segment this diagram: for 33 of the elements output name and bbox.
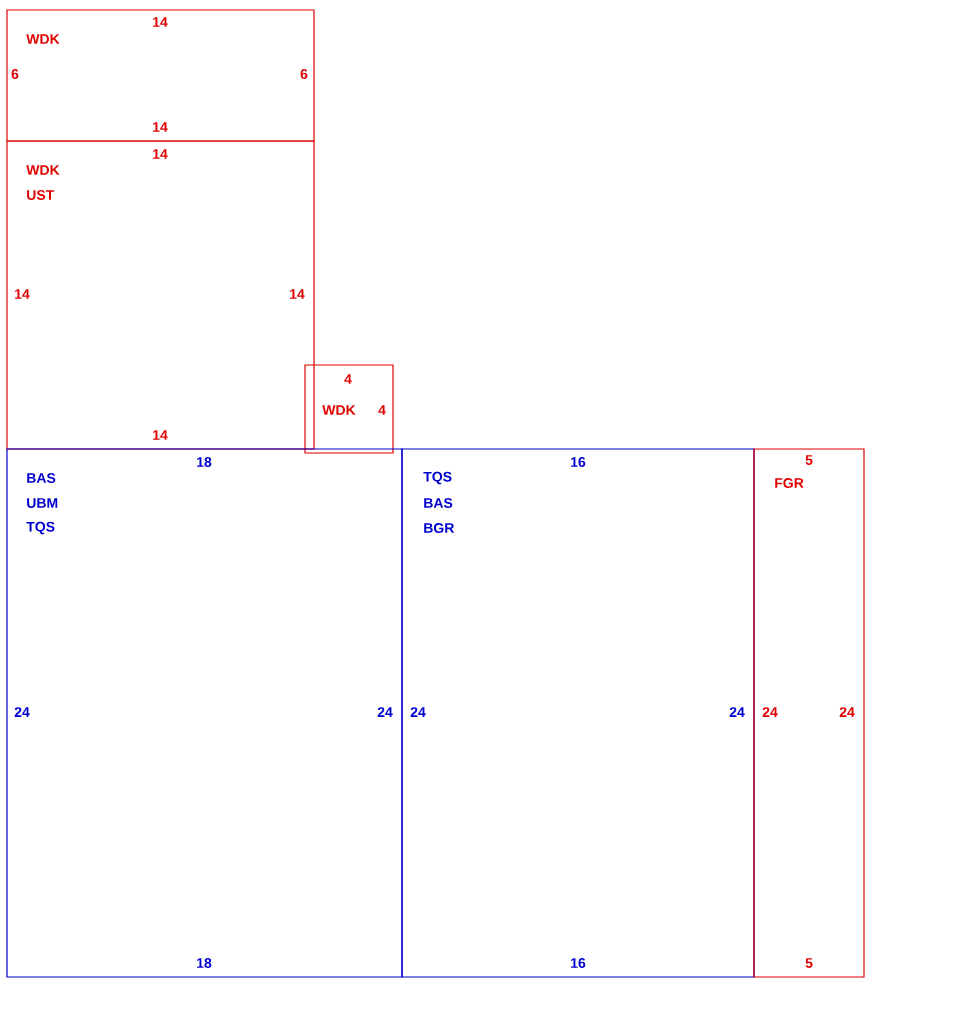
dimension-label: 14 xyxy=(290,289,305,299)
dimension-label: 14 xyxy=(153,122,168,132)
dimension-label: 14 xyxy=(153,17,168,27)
dimension-label: 18 xyxy=(197,958,212,968)
dimension-label: 4 xyxy=(344,374,352,384)
room-code: WDK xyxy=(26,34,60,44)
dimension-label: 14 xyxy=(15,289,30,299)
dimension-label: 18 xyxy=(197,457,212,467)
room-code: WDK xyxy=(26,165,60,175)
dimension-label: 24 xyxy=(839,707,855,717)
dimension-label: 24 xyxy=(14,707,30,717)
dimension-label: 14 xyxy=(153,149,168,159)
room-code: BAS xyxy=(424,498,453,508)
room-code: TQS xyxy=(423,471,452,485)
room-code: BAS xyxy=(27,473,56,483)
dimension-label: 14 xyxy=(153,430,168,440)
dimension-label: 6 xyxy=(300,69,308,79)
dimension-label: 5 xyxy=(805,455,813,465)
room-code: UST xyxy=(27,190,55,200)
dimension-label: 5 xyxy=(805,958,813,968)
dimension-label: 24 xyxy=(410,707,426,717)
dimension-label: 16 xyxy=(571,958,586,968)
room-code: WDK xyxy=(322,405,356,415)
dimension-label: 24 xyxy=(762,707,778,717)
room-code: FGR xyxy=(775,478,804,488)
dimension-label: 4 xyxy=(378,405,386,415)
room-code: BGR xyxy=(424,523,455,533)
dimension-label: 24 xyxy=(729,707,745,717)
dimension-label: 24 xyxy=(377,707,393,717)
room-code: TQS xyxy=(26,521,55,535)
dimension-label: 6 xyxy=(11,69,19,79)
room-code: UBM xyxy=(27,498,58,508)
dimension-label: 16 xyxy=(571,457,586,467)
